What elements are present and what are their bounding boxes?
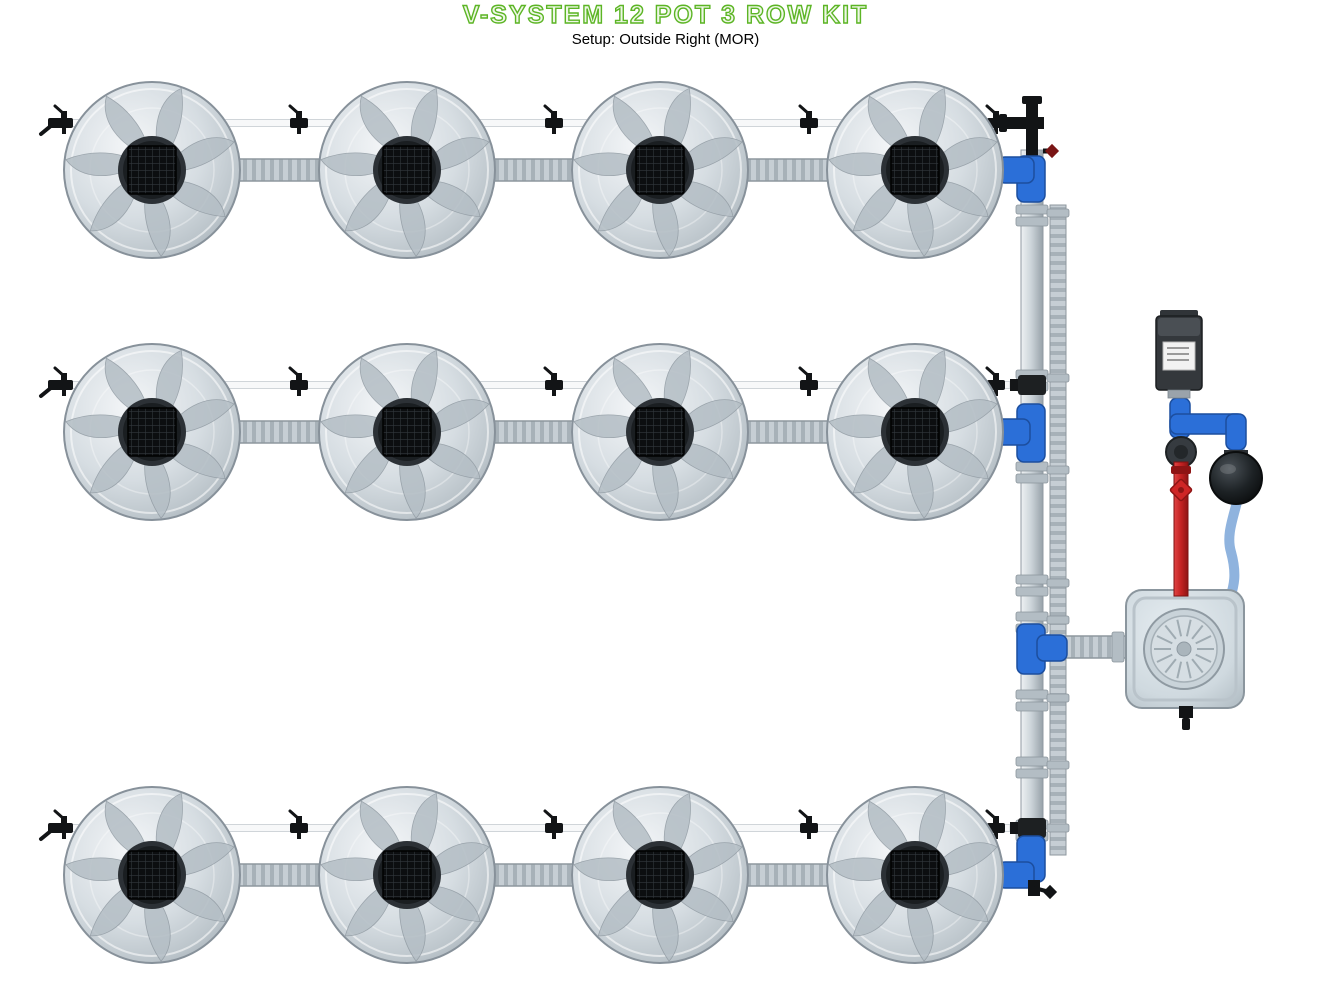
controller-box-icon <box>1155 310 1203 399</box>
pot-row2-1 <box>63 343 241 521</box>
dripper-valve-icon <box>53 366 73 396</box>
red-valve-handle-icon <box>1169 478 1193 502</box>
manifold-top-tee <box>999 96 1060 159</box>
dripper-valve-icon <box>288 104 308 134</box>
top-drain-valve-icon <box>1043 143 1060 159</box>
dripper-valve-icon <box>53 104 73 134</box>
pot-center-grate-icon <box>881 841 949 909</box>
blue-fittings <box>991 153 1068 900</box>
pot-center-grate-icon <box>626 841 694 909</box>
pot-center-grate-icon <box>118 841 186 909</box>
red-pipe <box>1169 461 1193 597</box>
manifold-junction-row-2 <box>1010 375 1046 395</box>
pot-row1-1 <box>63 81 241 259</box>
pump-icon <box>1209 450 1263 505</box>
pot-center-grate-icon <box>373 398 441 466</box>
pot-row2-4 <box>826 343 1004 521</box>
pot-center-grate-icon <box>373 841 441 909</box>
dripper-valve-icon <box>543 104 563 134</box>
page-title: V-SYSTEM 12 POT 3 ROW KIT <box>462 1 869 29</box>
dripper-valve-icon <box>288 366 308 396</box>
page-subtitle: Setup: Outside Right (MOR) <box>571 30 760 48</box>
reservoir-lid-icon <box>1143 608 1225 690</box>
dripper-valve-icon <box>798 104 818 134</box>
pot-row3-3 <box>571 786 749 964</box>
manifold-junction-row-3 <box>1010 818 1046 838</box>
dripper-valve-icon <box>288 809 308 839</box>
pot-center-grate-icon <box>626 398 694 466</box>
pot-row1-2 <box>318 81 496 259</box>
pot-row3-1 <box>63 786 241 964</box>
pot-center-grate-icon <box>881 136 949 204</box>
feed-pipe-row-1 <box>39 104 1011 136</box>
dripper-valve-icon <box>798 809 818 839</box>
pot-row3-2 <box>318 786 496 964</box>
dripper-valve-icon <box>543 809 563 839</box>
pot-row1-4 <box>826 81 1004 259</box>
bottom-drain-valve-icon <box>1028 880 1058 900</box>
dripper-valve-icon <box>543 366 563 396</box>
pot-row1-3 <box>571 81 749 259</box>
pot-center-grate-icon <box>626 136 694 204</box>
manifold-pipe <box>999 96 1070 879</box>
pot-center-grate-icon <box>373 136 441 204</box>
pot-row2-3 <box>571 343 749 521</box>
pot-center-grate-icon <box>881 398 949 466</box>
pot-row3-4 <box>826 786 1004 964</box>
pot-center-grate-icon <box>118 398 186 466</box>
diagram-header: V-SYSTEM 12 POT 3 ROW KIT Setup: Outside… <box>0 1 1331 48</box>
pot-center-grate-icon <box>118 136 186 204</box>
pot-row2-2 <box>318 343 496 521</box>
dripper-valve-icon <box>798 366 818 396</box>
pump-assembly <box>1155 310 1263 597</box>
dripper-valve-icon <box>53 809 73 839</box>
